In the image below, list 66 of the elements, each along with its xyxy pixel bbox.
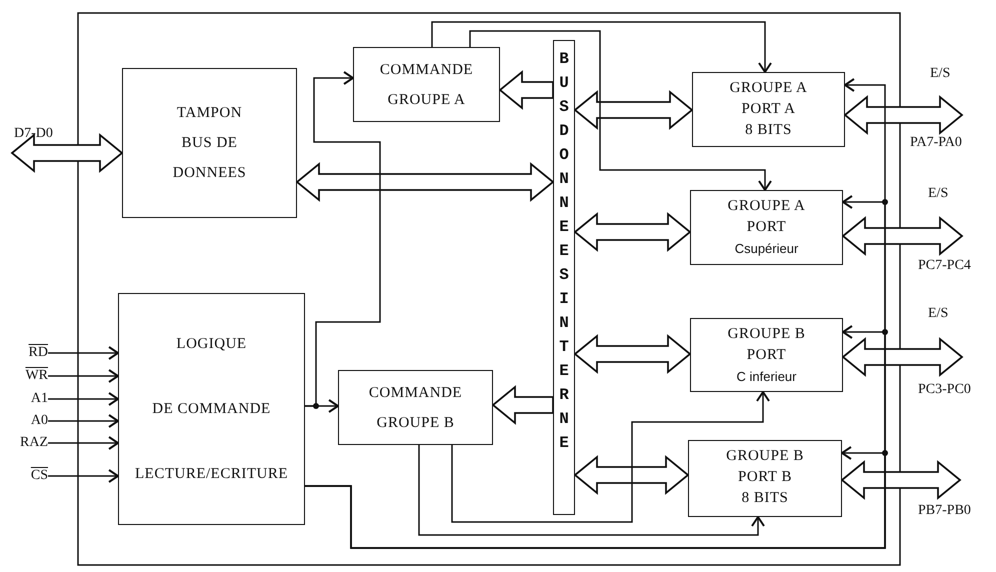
- bus-band: [553, 40, 575, 515]
- connector-arrow: [469, 30, 772, 191]
- block-label: PORT: [746, 346, 786, 365]
- block-label: TAMPON BUS DE DONNEES: [172, 104, 248, 183]
- pin-label: RD: [10, 343, 48, 363]
- block-box: [692, 72, 845, 147]
- block-label: GROUPE B: [728, 325, 806, 344]
- connector-arrow: [48, 392, 119, 406]
- connector-arrow: [418, 445, 765, 536]
- bus-arrow: [498, 70, 554, 110]
- pin-label: A0: [10, 411, 48, 431]
- block-label: GROUPE A: [730, 79, 808, 98]
- block-label: LECTURE/ECRITURE: [135, 465, 288, 484]
- block-label: GROUPE A: [728, 197, 806, 216]
- block-label: PORT B: [738, 468, 792, 487]
- block-box: [338, 370, 493, 445]
- bus-arrow: [574, 90, 694, 130]
- pin-label: WR: [10, 366, 48, 386]
- pin-label: PC3-PC0: [918, 382, 971, 398]
- bus-arrow: [842, 337, 964, 377]
- connector-arrow: [305, 71, 381, 407]
- pin-label: CS: [10, 466, 48, 486]
- block-box: [118, 293, 305, 525]
- connector-arrow: [48, 436, 119, 450]
- block-box: [688, 440, 842, 517]
- bus-arrow: [296, 162, 554, 202]
- bus-arrow: [492, 385, 554, 425]
- block-label: PORT A: [742, 100, 796, 119]
- block-label: C inferieur: [736, 368, 796, 386]
- block-box: [122, 68, 297, 218]
- connector-arrow: [305, 446, 886, 549]
- pin-label: PB7-PB0: [918, 503, 971, 519]
- connector-arrow: [451, 391, 770, 523]
- bus-arrow: [574, 334, 692, 374]
- pin-label: PC7-PC4: [918, 258, 971, 274]
- bus-arrow: [574, 455, 690, 495]
- block-box: [690, 190, 843, 265]
- block-box: [690, 318, 843, 392]
- pin-label: D7-D0: [14, 126, 53, 142]
- bus-arrow: [844, 95, 964, 135]
- block-label: COMMANDE GROUPE A: [378, 60, 474, 110]
- block-box: [353, 47, 500, 122]
- connector-arrow: [431, 21, 772, 73]
- pin-label: E/S: [928, 306, 948, 322]
- pin-label: PA7-PA0: [910, 135, 962, 151]
- pin-label: E/S: [928, 186, 948, 202]
- block-label: LOGIQUE: [176, 335, 247, 354]
- pin-label: RAZ: [10, 433, 48, 453]
- block-label: Csupérieur: [734, 240, 798, 258]
- bus-arrow: [10, 133, 124, 173]
- bus-arrow: [574, 212, 692, 252]
- bus-arrow: [840, 460, 962, 500]
- bus-arrow: [842, 216, 964, 256]
- connector-arrow: [48, 346, 119, 360]
- connector-arrow: [48, 469, 119, 483]
- block-label: PORT: [746, 218, 786, 237]
- pin-label: A1: [10, 389, 48, 409]
- block-label: COMMANDE GROUPE B: [368, 384, 464, 432]
- block-label: GROUPE B: [726, 447, 804, 466]
- block-label: 8 BITS: [742, 489, 788, 508]
- bus-label: BUS DONNEES INTERNE: [559, 49, 569, 454]
- connector-arrow: [48, 369, 119, 383]
- pin-label: E/S: [930, 66, 950, 82]
- connector-arrow: [48, 414, 119, 428]
- block-label: DE COMMANDE: [152, 400, 271, 419]
- block-label: 8 BITS: [745, 121, 792, 140]
